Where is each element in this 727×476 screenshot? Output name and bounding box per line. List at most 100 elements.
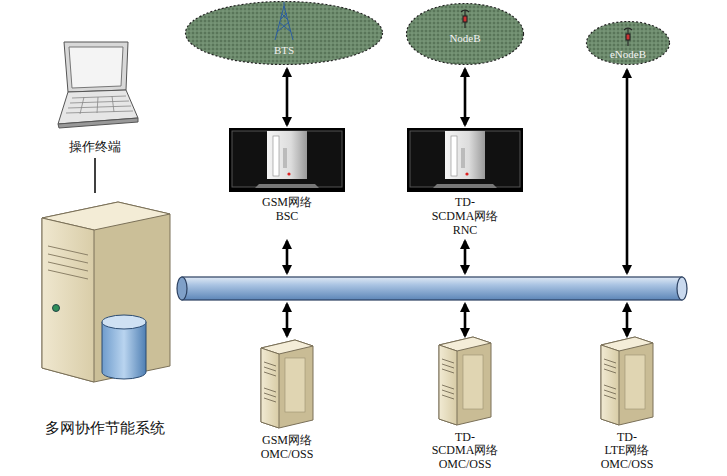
drawing-part <box>461 10 469 28</box>
drawing-part <box>102 322 146 379</box>
drawing-part <box>42 202 170 382</box>
drawing-part <box>461 148 465 168</box>
server-node: TD-LTE网络 OMC/OSS <box>595 335 659 472</box>
drawing-part <box>275 2 293 40</box>
drawing-part <box>277 13 291 32</box>
drawing-part <box>264 372 276 376</box>
drawing-part <box>601 337 653 425</box>
connector <box>286 69 289 125</box>
drawing-part <box>264 393 276 397</box>
drawing-part <box>112 96 114 112</box>
node-label: BTS <box>274 44 294 57</box>
drawing-part <box>407 128 523 192</box>
node-label: eNodeB <box>610 48 646 61</box>
node-label: 多网协作节能系统 <box>45 420 165 437</box>
node-label: TD-SCDMA网络 OMC/OSS <box>432 431 499 472</box>
drawing-part <box>463 16 467 22</box>
node-label: NodeB <box>449 32 480 45</box>
drawing-part <box>601 345 619 425</box>
drawing-part <box>286 304 289 336</box>
drawing-part <box>229 128 345 192</box>
base-station-ellipse: NodeB <box>405 2 525 66</box>
drawing-part <box>407 4 524 65</box>
drawing-part <box>229 128 345 192</box>
drawing-part <box>677 277 687 300</box>
node-label: TD-SCDMA网络 RNC <box>432 196 499 237</box>
drawing-part <box>604 390 616 394</box>
bus-arrows <box>287 70 627 336</box>
drawing-part <box>66 111 133 113</box>
drawing-part <box>264 362 276 402</box>
drawing-part <box>275 6 293 40</box>
drawing-part <box>445 131 485 179</box>
drawing-part <box>442 395 454 399</box>
drawing-part <box>48 270 88 279</box>
drawing-part <box>255 338 319 430</box>
drawing-part <box>410 131 520 187</box>
drawing-part <box>69 47 123 88</box>
drawing-part <box>407 128 523 192</box>
drawing-part <box>42 218 94 382</box>
drawing-part <box>442 359 454 363</box>
drawing-part <box>442 385 454 389</box>
drawing-part <box>80 97 84 114</box>
connector <box>94 158 96 193</box>
drawing-part <box>463 355 483 409</box>
connector <box>464 69 467 125</box>
drawing-part <box>50 38 140 136</box>
drawing-part <box>64 42 128 92</box>
drawing-part <box>68 106 131 108</box>
drawing-part <box>285 358 305 412</box>
drawing-part <box>287 172 290 175</box>
drawing-part <box>72 96 126 98</box>
drawing-part <box>286 241 289 273</box>
drawing-part <box>461 10 469 12</box>
drawing-part <box>439 337 491 425</box>
drawing-part <box>97 97 98 113</box>
drawing-part <box>442 369 454 373</box>
drawing-part <box>70 101 129 103</box>
drawing-part <box>439 345 457 425</box>
drawing-part <box>182 277 682 300</box>
drawing-part <box>626 34 630 40</box>
drawing-part <box>264 362 276 366</box>
drawing-part <box>48 246 88 279</box>
drawing-part <box>48 262 88 271</box>
drawing-part <box>66 96 133 114</box>
drawing-part <box>264 367 276 371</box>
terminal-node: 操作终端 <box>50 38 140 155</box>
drawing-part <box>283 148 287 168</box>
drawing-part <box>604 359 616 363</box>
drawing-part <box>273 136 279 176</box>
drawing-part <box>284 2 285 8</box>
controller-box: TD-SCDMA网络 RNC <box>405 128 525 237</box>
drawing-part <box>184 0 384 66</box>
drawing-part <box>30 196 180 386</box>
drawing-part <box>464 241 467 273</box>
drawing-part <box>264 388 276 392</box>
drawing-part <box>58 118 138 128</box>
drawing-part <box>433 335 497 427</box>
drawing-part <box>604 364 616 368</box>
drawing-part <box>465 172 468 175</box>
drawing-part <box>261 340 313 428</box>
drawing-part <box>451 136 457 176</box>
drawing-part <box>624 28 632 46</box>
drawing-part <box>442 390 454 394</box>
drawing-part <box>264 398 276 402</box>
drawing-part <box>624 28 632 30</box>
bus-pipe <box>177 277 687 300</box>
drawing-part <box>433 184 497 188</box>
drawing-part <box>604 369 616 373</box>
drawing-part <box>186 2 383 65</box>
drawing-part <box>626 304 629 336</box>
controller-box: GSM网络 BSC <box>229 128 345 224</box>
drawing-part <box>464 304 467 336</box>
server-node: TD-SCDMA网络 OMC/OSS <box>433 335 497 472</box>
node-label: 操作终端 <box>69 140 121 155</box>
drawing-part <box>604 385 616 389</box>
drawing-part <box>442 364 454 368</box>
drawing-part <box>625 355 645 409</box>
drawing-part <box>232 131 342 187</box>
node-label: GSM网络 OMC/OSS <box>261 434 314 462</box>
